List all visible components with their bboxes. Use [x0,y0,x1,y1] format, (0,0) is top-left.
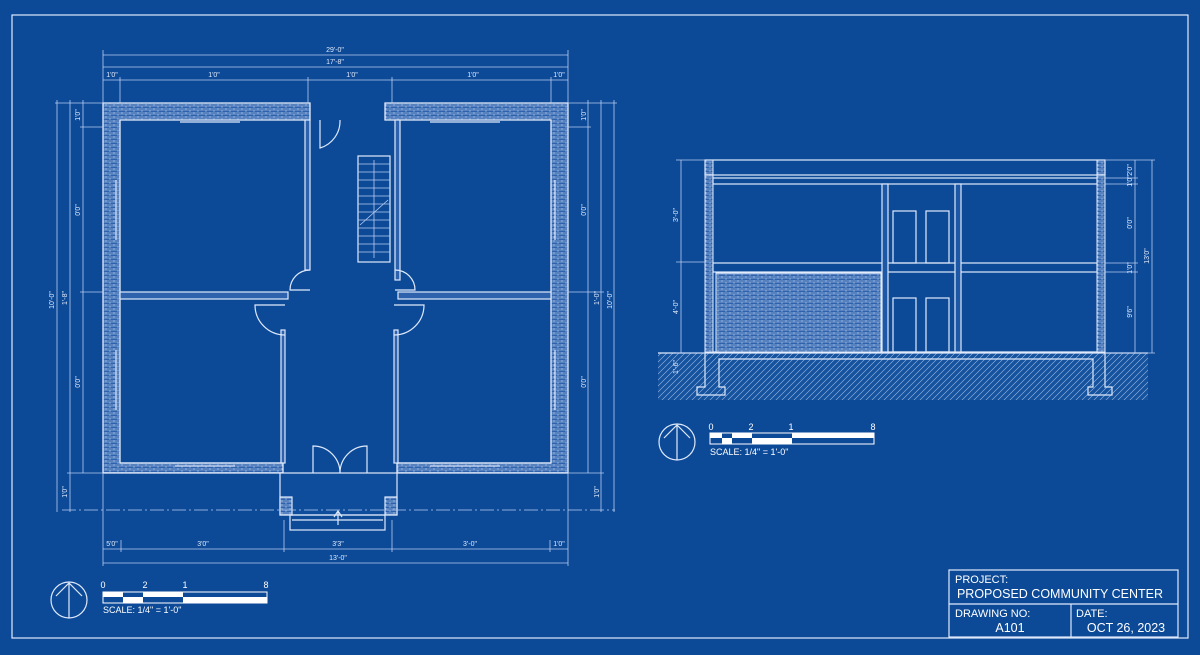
dim-left-seg-4: 1'0" [62,486,69,498]
section-scale-tick-1: 1 [788,422,793,432]
drawing-no-value: A101 [995,621,1024,635]
top-dimensions [102,50,569,103]
section-dimension-lines [676,159,1155,354]
dim-top-seg-5: 1'0" [553,72,565,79]
dim-bottom-overall: 13'-0" [329,555,347,562]
entrance-porch [279,472,398,531]
scale-bar: 0 2 1 8 SCALE: 1/4" = 1'-0" [100,580,268,615]
section-dim-right-1: 2'0" [1127,164,1134,176]
roof-slab [704,159,1106,176]
ground-hatch [658,353,1148,400]
floor-plan: 29'-0" 17'-8" 1'0" 1'0" 1'0" 1'0" 1'0" 1… [49,47,617,619]
section-partitions [881,183,962,353]
left-dimensions [55,100,103,512]
scale-tick-0: 0 [100,580,105,590]
scale-tick-8: 8 [263,580,268,590]
title-block: PROJECT: PROPOSED COMMUNITY CENTER DRAWI… [948,569,1179,638]
drawing-no-label: DRAWING NO: [955,608,1030,620]
dim-top-seg-1: 1'0" [106,72,118,79]
dim-bottom-seg-5: 1'0" [553,541,565,548]
scale-tick-1: 1 [182,580,187,590]
dim-left-seg-1: 1'0" [75,109,82,121]
dim-right-seg-2: 0'0" [581,204,588,216]
floor-slab [712,262,1098,273]
section-scale-tick-8: 8 [870,422,875,432]
section-scale-bar: 0 2 1 8 SCALE: 1/4" = 1'-0" [708,422,875,457]
section-right-wall [1096,159,1106,353]
section-dim-left-1: 3'-0" [673,208,680,222]
section-dim-right-overall: 13'0" [1144,248,1151,264]
project-label: PROJECT: [955,574,1008,586]
section-scale-tick-2: 2 [748,422,753,432]
dim-right-middle: 1'-0" [594,291,601,305]
right-dimensions [568,100,617,512]
north-arrow-icon [50,581,88,619]
dim-bottom-seg-1: 5'0" [106,541,118,548]
dim-left-seg-3: 0'0" [75,376,82,388]
foundation [696,351,1113,396]
dim-top-seg-3: 1'0" [346,72,358,79]
section-dim-right-2: 1'0" [1127,175,1134,187]
section-dim-left-3: 1'-6" [673,360,680,374]
scale-label: SCALE: 1/4" = 1'-0" [103,605,181,615]
doors [254,119,425,474]
north-arrow-icon [658,423,696,461]
brick-infill [715,272,882,353]
date-label: DATE: [1076,608,1108,620]
dim-left-middle: 1'-8" [62,291,69,305]
section-scale-tick-0: 0 [708,422,713,432]
dim-right-seg-3: 0'0" [581,376,588,388]
interior-walls [115,119,556,467]
section-dim-right-5: 9'6" [1127,306,1134,318]
scale-tick-2: 2 [142,580,147,590]
dim-top-seg-2: 1'0" [208,72,220,79]
section-dim-right-4: 1'0" [1127,262,1134,274]
section-left-wall [704,159,714,353]
exterior-wall [102,102,569,474]
date-value: OCT 26, 2023 [1087,621,1165,635]
dim-left-overall: 10'-0" [49,291,56,309]
bottom-dimensions [102,473,569,566]
dim-bottom-seg-3: 3'3" [332,541,344,548]
dim-overall-width: 29'-0" [326,47,344,54]
dim-bottom-seg-4: 3'-0" [463,541,477,548]
dim-top-seg-4: 1'0" [467,72,479,79]
dim-bottom-seg-2: 3'0" [197,541,209,548]
section-dim-right-3: 0'0" [1127,217,1134,229]
dim-inner-width: 17'-8" [326,59,344,66]
building-section: 3'-0" 4'-0" 1'-6" 2'0" 1'0" 0'0" 1'0" 9'… [658,159,1155,461]
roof-beam [712,177,1098,185]
dim-right-overall: 10'-0" [607,291,614,309]
section-scale-label: SCALE: 1/4" = 1'-0" [710,447,788,457]
section-dim-left-2: 4'-0" [673,300,680,314]
dim-right-seg-1: 1'0" [581,109,588,121]
dim-right-seg-4: 1'0" [594,486,601,498]
project-value: PROPOSED COMMUNITY CENTER [957,587,1163,601]
staircase [357,155,391,263]
sheet-border [11,14,1189,639]
dim-left-seg-2: 0'0" [75,204,82,216]
